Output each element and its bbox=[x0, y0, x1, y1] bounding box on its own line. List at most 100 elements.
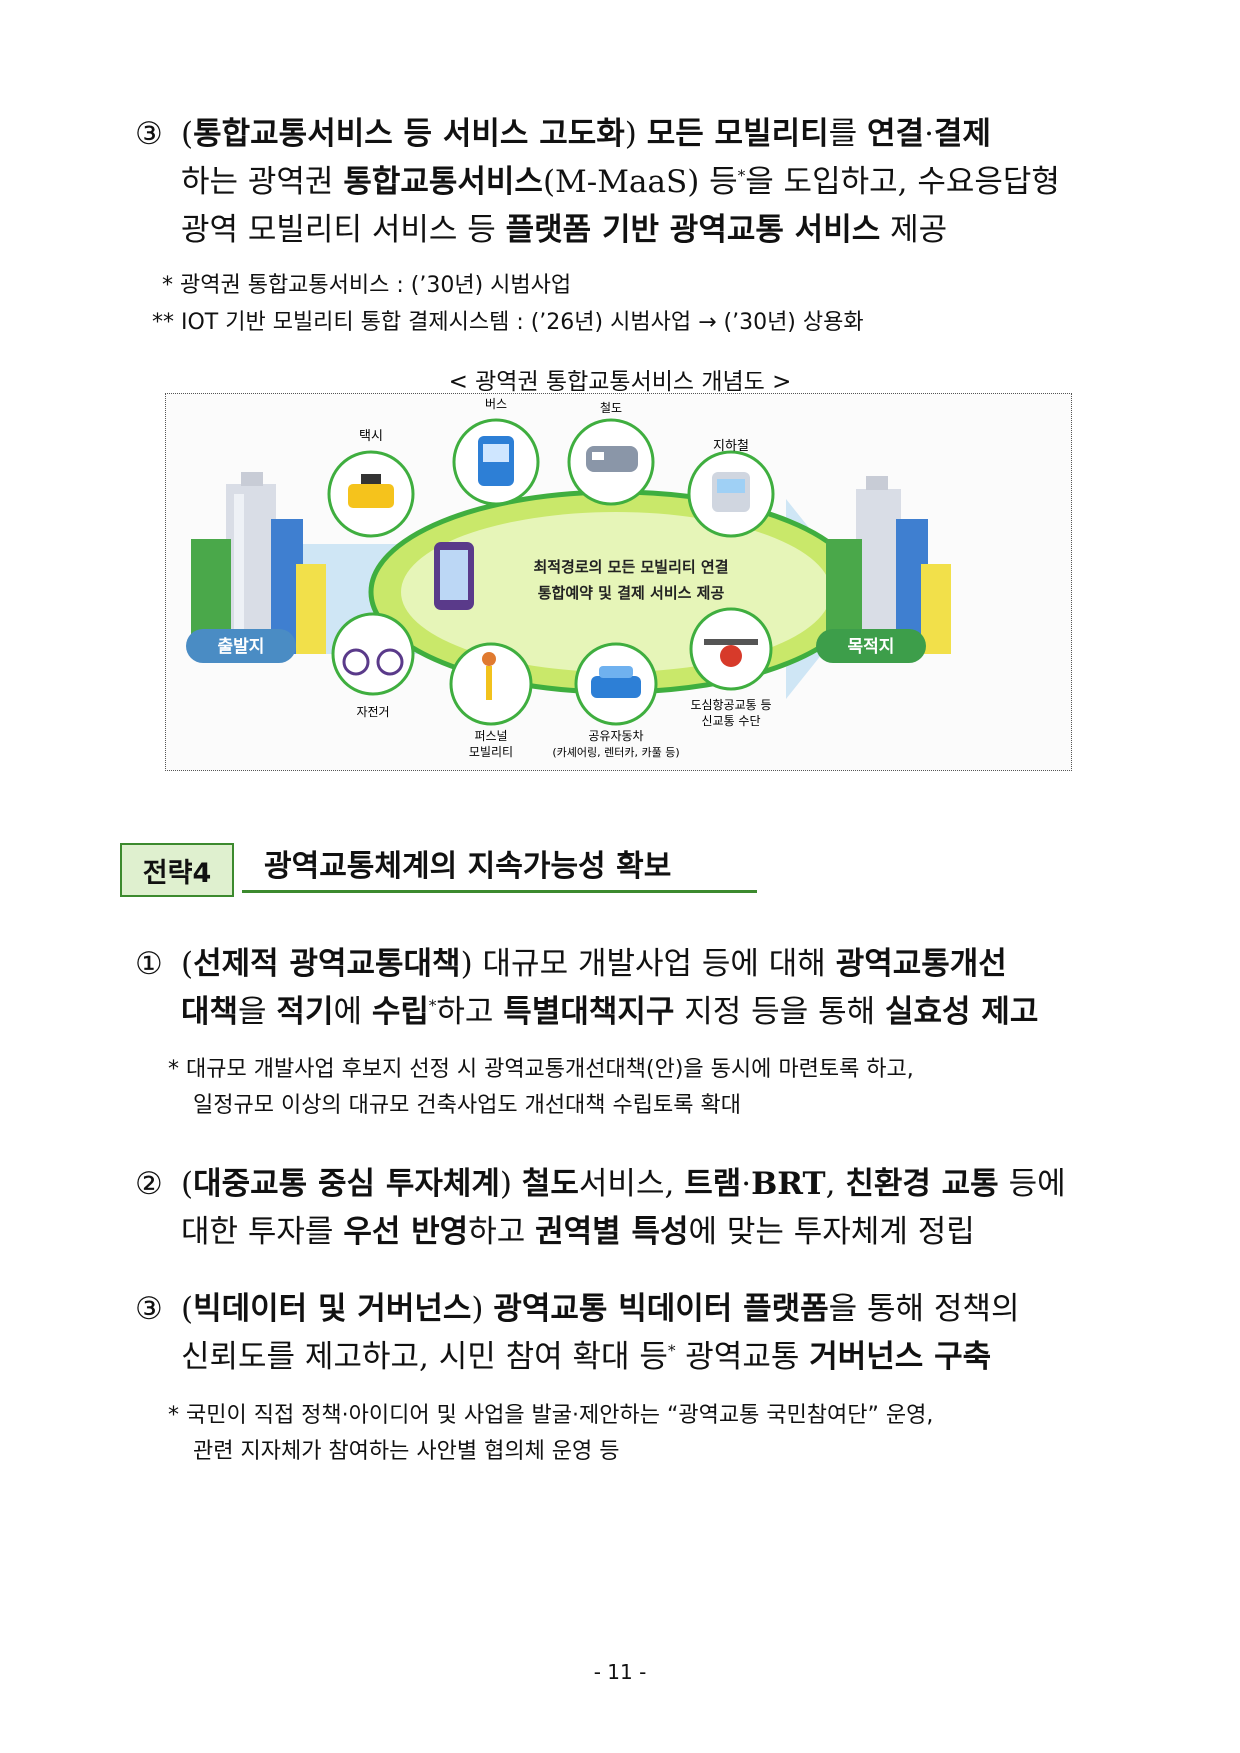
bold-text: 선제적 광역교통대책 bbox=[193, 946, 461, 982]
footnote-mark: * bbox=[737, 166, 746, 185]
item-line-3: 광역 모빌리티 서비스 등 플랫폼 기반 광역교통 서비스 제공 bbox=[135, 206, 1125, 254]
bold-text: 플랫폼 기반 광역교통 서비스 bbox=[505, 212, 881, 248]
text-run: ) bbox=[499, 1166, 522, 1202]
bold-text: 빅데이터 및 거버넌스 bbox=[193, 1291, 472, 1327]
center-text-1: 최적경로의 모든 모빌리티 연결 bbox=[533, 558, 728, 576]
bold-text: 대중교통 중심 투자체계 bbox=[193, 1166, 500, 1202]
text-run: ) 대규모 개발사업 등에 대해 bbox=[460, 946, 836, 982]
text-run: ( bbox=[181, 1166, 194, 1202]
bold-text: 수립 bbox=[371, 994, 429, 1030]
bus-label: 버스 bbox=[485, 397, 507, 411]
text-run: 광역 모빌리티 서비스 등 bbox=[181, 212, 506, 248]
text-run: ( bbox=[181, 116, 194, 152]
text-run: 을 도입하고, 수요응답형 bbox=[745, 164, 1060, 200]
item-marker: ① bbox=[135, 946, 163, 982]
personal-mobility-label-1: 퍼스널 bbox=[474, 729, 507, 743]
text-run: 를 bbox=[828, 116, 868, 152]
bold-text: 연결 bbox=[867, 116, 925, 152]
page-number: - 11 - bbox=[593, 1660, 647, 1684]
item-line-1: ① (선제적 광역교통대책) 대규모 개발사업 등에 대해 광역교통개선 bbox=[135, 940, 1125, 988]
shared-car-icon bbox=[574, 642, 658, 726]
bold-text: 친환경 교통 bbox=[845, 1166, 999, 1202]
item-text: (빅데이터 및 거버넌스) 광역교통 빅데이터 플랫폼을 통해 정책의 bbox=[181, 1291, 1019, 1327]
text-run: 지정 등을 통해 bbox=[674, 994, 885, 1030]
personal-mobility-icon bbox=[449, 642, 533, 726]
text-run: 하고 bbox=[436, 994, 504, 1030]
uam-drone-icon bbox=[689, 607, 773, 691]
text-run: 하고 bbox=[468, 1214, 536, 1250]
rail-label: 철도 bbox=[600, 401, 622, 415]
text-run: 제공 bbox=[880, 212, 948, 248]
item-bigdata-governance: ③ (빅데이터 및 거버넌스) 광역교통 빅데이터 플랫폼을 통해 정책의 신뢰도… bbox=[135, 1285, 1125, 1381]
text-run: 서비스, bbox=[578, 1166, 685, 1202]
footnote-s1-2: 일정규모 이상의 대규모 건축사업도 개선대책 수립토록 확대 bbox=[193, 1093, 741, 1118]
diagram-caption: < 광역권 통합교통서비스 개념도 > bbox=[448, 369, 792, 395]
text-run: 하는 광역권 bbox=[181, 164, 344, 200]
text-run: ) bbox=[624, 116, 647, 152]
footnote-2: ** IOT 기반 모빌리티 통합 결제시스템 : (’26년) 시범사업 → … bbox=[152, 310, 864, 335]
personal-mobility-label-2: 모빌리티 bbox=[469, 745, 513, 759]
bold-text: 광역교통 빅데이터 플랫폼 bbox=[493, 1291, 829, 1327]
item-preemptive-measures: ① (선제적 광역교통대책) 대규모 개발사업 등에 대해 광역교통개선 대책을 … bbox=[135, 940, 1125, 1036]
item-line-2: 대책을 적기에 수립*하고 특별대책지구 지정 등을 통해 실효성 제고 bbox=[135, 988, 1125, 1036]
concept-diagram: 출발지 목적지 최적경로의 모든 모빌리티 연결 통합예약 및 결제 서비스 제… bbox=[165, 393, 1072, 771]
bold-text: 거버넌스 구축 bbox=[809, 1339, 992, 1375]
item-marker: ③ bbox=[135, 1291, 163, 1327]
item-public-transit-investment: ② (대중교통 중심 투자체계) 철도서비스, 트램·BRT, 친환경 교통 등에… bbox=[135, 1160, 1125, 1256]
bicycle-label: 자전거 bbox=[356, 705, 389, 719]
taxi-label: 택시 bbox=[359, 429, 383, 444]
bold-text: 통합교통서비스 등 서비스 고도화 bbox=[193, 116, 625, 152]
taxi-icon bbox=[327, 450, 415, 538]
shared-car-label-1: 공유자동차 bbox=[588, 729, 643, 743]
text-run: , bbox=[825, 1166, 846, 1202]
footnote-1: * 광역권 통합교통서비스 : (’30년) 시범사업 bbox=[162, 273, 572, 298]
bold-text: 철도 bbox=[521, 1166, 579, 1202]
item-line-2: 신뢰도를 제고하고, 시민 참여 확대 등* 광역교통 거버넌스 구축 bbox=[135, 1333, 1125, 1381]
item-line-1: ② (대중교통 중심 투자체계) 철도서비스, 트램·BRT, 친환경 교통 등에 bbox=[135, 1160, 1125, 1208]
uam-label-1: 도심항공교통 등 bbox=[690, 698, 771, 712]
bold-text: 권역별 특성 bbox=[535, 1214, 689, 1250]
text-run: · bbox=[741, 1166, 752, 1202]
text-run: 등에 bbox=[998, 1166, 1066, 1202]
item-line-1: ③ (빅데이터 및 거버넌스) 광역교통 빅데이터 플랫폼을 통해 정책의 bbox=[135, 1285, 1125, 1333]
item-line-2: 대한 투자를 우선 반영하고 권역별 특성에 맞는 투자체계 정립 bbox=[135, 1208, 1125, 1256]
text-run: 에 bbox=[333, 994, 372, 1030]
bold-text: 광역교통개선 bbox=[835, 946, 1007, 982]
text-run: ( bbox=[181, 1291, 194, 1327]
bold-text: 대책 bbox=[181, 994, 239, 1030]
text-run: · bbox=[924, 116, 934, 152]
origin-label: 출발지 bbox=[218, 637, 265, 657]
subway-label: 지하철 bbox=[713, 439, 749, 454]
footnote-mark: * bbox=[428, 996, 437, 1015]
bold-text: 실효성 제고 bbox=[884, 994, 1039, 1030]
strategy-title: 광역교통체계의 지속가능성 확보 bbox=[242, 843, 757, 893]
item-text: (선제적 광역교통대책) 대규모 개발사업 등에 대해 광역교통개선 bbox=[181, 946, 1007, 982]
bold-text: 트램 bbox=[684, 1166, 742, 1202]
shared-car-label-2: (카셰어링, 렌터카, 카풀 등) bbox=[552, 746, 679, 759]
center-text-2: 통합예약 및 결제 서비스 제공 bbox=[538, 584, 725, 602]
bold-text: BRT bbox=[751, 1166, 826, 1202]
item-line-2: 하는 광역권 통합교통서비스(M-MaaS) 등*을 도입하고, 수요응답형 bbox=[135, 158, 1125, 206]
footnote-mark: * bbox=[667, 1341, 676, 1360]
bold-text: 우선 반영 bbox=[343, 1214, 469, 1250]
bicycle-icon bbox=[331, 612, 415, 696]
bold-text: 특별대책지구 bbox=[503, 994, 675, 1030]
text-run: 을 통해 정책의 bbox=[828, 1291, 1020, 1327]
text-run: (M-MaaS) 등 bbox=[542, 164, 738, 200]
bold-text: 적기 bbox=[276, 994, 334, 1030]
text-run: 광역교통 bbox=[675, 1339, 810, 1375]
bold-text: 모든 모빌리티 bbox=[646, 116, 829, 152]
text-run: 신뢰도를 제고하고, 시민 참여 확대 등 bbox=[181, 1339, 668, 1375]
footnote-s3-2: 관련 지자체가 참여하는 사안별 협의체 운영 등 bbox=[193, 1439, 620, 1464]
strategy-tag: 전략4 bbox=[120, 843, 234, 897]
item-text: (통합교통서비스 등 서비스 고도화) 모든 모빌리티를 연결·결제 bbox=[181, 116, 991, 152]
text-run: 대한 투자를 bbox=[181, 1214, 344, 1250]
item-line-1: ③ (통합교통서비스 등 서비스 고도화) 모든 모빌리티를 연결·결제 bbox=[135, 110, 1125, 158]
text-run: 에 맞는 투자체계 정립 bbox=[688, 1214, 975, 1250]
text-run: ) bbox=[471, 1291, 494, 1327]
subway-icon bbox=[687, 450, 775, 538]
uam-label-2: 신교통 수단 bbox=[701, 714, 760, 728]
item-marker: ② bbox=[135, 1166, 163, 1202]
footnote-s1-1: * 대규모 개발사업 후보지 선정 시 광역교통개선대책(안)을 동시에 마련토… bbox=[168, 1057, 914, 1082]
item-marker: ③ bbox=[135, 116, 163, 152]
